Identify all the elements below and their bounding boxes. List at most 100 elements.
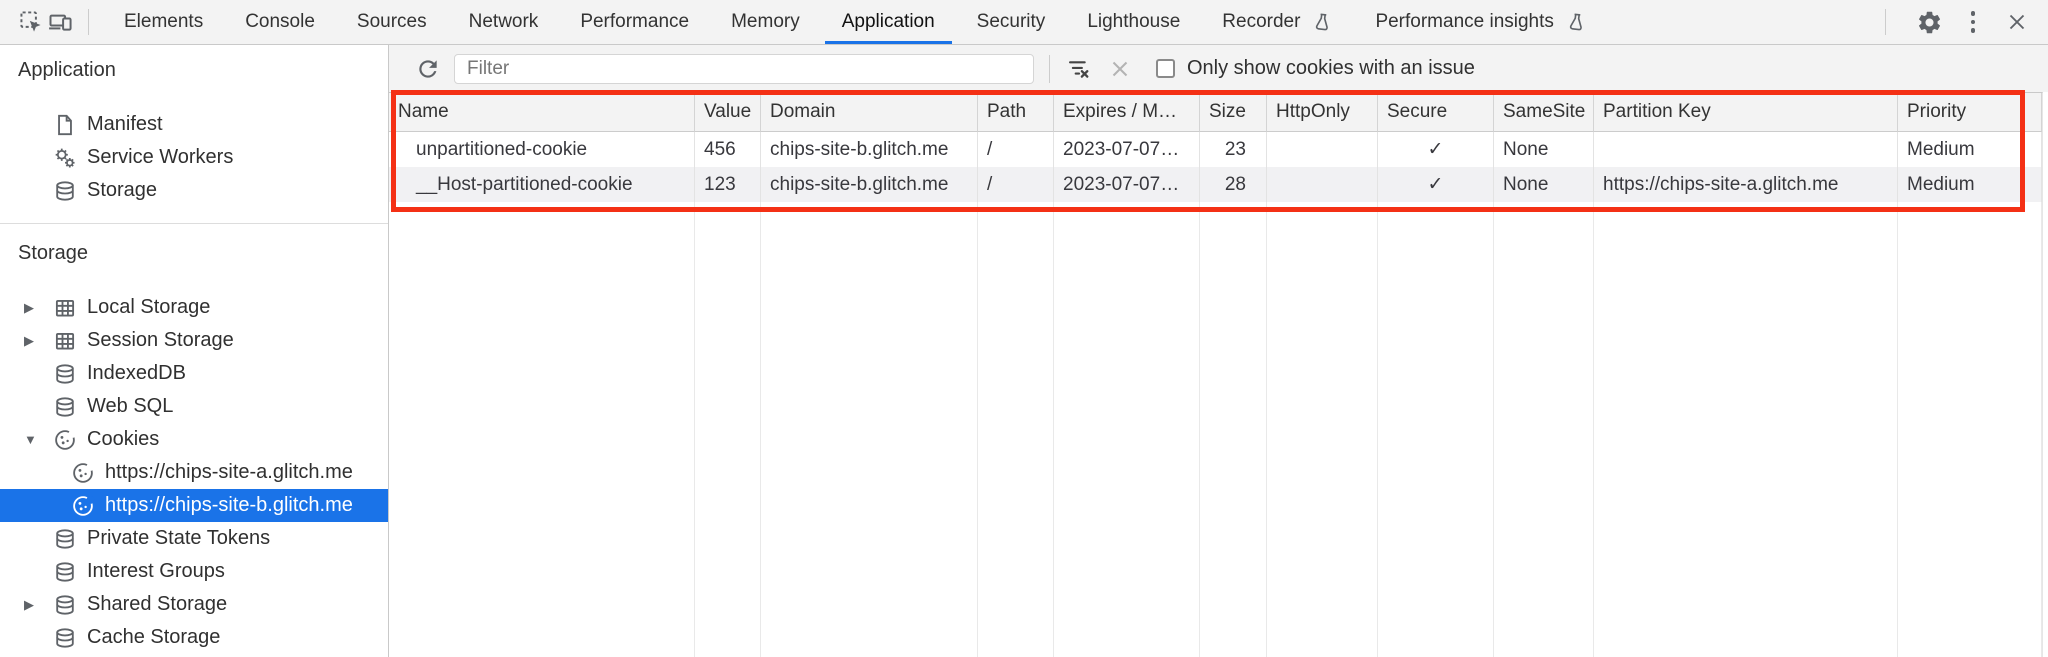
application-sidebar: Application Manifest — [0, 45, 389, 657]
tab-security[interactable]: Security — [976, 11, 1046, 32]
cookie-row-cell-value[interactable]: 123 — [695, 167, 761, 202]
cookie-row-cell-domain[interactable]: chips-site-b.glitch.me — [761, 167, 978, 202]
cookie-row-cell-name[interactable]: unpartitioned-cookie — [389, 132, 695, 167]
sidebar-item-label: Cookies — [87, 428, 160, 450]
sidebar-item-label: Web SQL — [87, 395, 174, 417]
sidebar-item-service-workers[interactable]: Service Workers — [0, 141, 388, 174]
chevron-right-icon[interactable]: ▶ — [24, 332, 34, 348]
tab-memory[interactable]: Memory — [731, 11, 800, 32]
cookie-row-cell-partition-key[interactable] — [1594, 132, 1898, 167]
section-title-storage: Storage — [18, 242, 89, 264]
cookie-row-cell-priority[interactable]: Medium — [1898, 132, 2042, 167]
cookie-row-cell-priority[interactable]: Medium — [1898, 167, 2042, 202]
column-header-httponly[interactable]: HttpOnly — [1267, 93, 1378, 132]
table-icon — [52, 328, 78, 354]
cookie-row-cell-size[interactable]: 23 — [1200, 132, 1267, 167]
tab-application[interactable]: Application — [821, 0, 956, 44]
cookie-row-cell-httponly[interactable] — [1267, 132, 1378, 167]
tab-performance-insights-label: Performance insights — [1375, 11, 1554, 32]
cookie-row-cell-path[interactable]: / — [978, 132, 1054, 167]
column-header-value[interactable]: Value — [695, 93, 761, 132]
column-header-name[interactable]: Name — [389, 93, 695, 132]
cookie-row-cell-partition-key[interactable]: https://chips-site-a.glitch.me — [1594, 167, 1898, 202]
cookie-row-cell-path[interactable]: / — [978, 167, 1054, 202]
cookie-row-cell-expires[interactable]: 2023-07-07… — [1054, 132, 1200, 167]
cookie-row-cell-name[interactable]: __Host-partitioned-cookie — [389, 167, 695, 202]
empty-grid-cell — [1378, 202, 1494, 657]
only-issue-cookies-label: Only show cookies with an issue — [1187, 57, 1475, 79]
sidebar-item-indexeddb[interactable]: IndexedDB — [0, 357, 388, 390]
refresh-icon[interactable] — [415, 56, 441, 82]
sidebar-item-cookies[interactable]: ▼ Cookies — [0, 423, 388, 456]
gears-icon — [52, 145, 78, 171]
table-icon — [52, 295, 78, 321]
inspect-element-icon[interactable] — [16, 7, 46, 37]
chevron-right-icon[interactable]: ▶ — [24, 299, 34, 315]
tab-recorder[interactable]: Recorder — [1201, 0, 1354, 44]
empty-grid-cell — [1267, 202, 1378, 657]
tab-performance-insights[interactable]: Performance insights — [1354, 0, 1607, 44]
column-header-size[interactable]: Size — [1200, 93, 1267, 132]
device-toolbar-icon[interactable] — [46, 7, 76, 37]
sidebar-item-private-state-tokens[interactable]: Private State Tokens — [0, 522, 388, 555]
tab-performance[interactable]: Performance — [580, 11, 690, 32]
empty-grid-cell — [1054, 202, 1200, 657]
sidebar-item-cookies-chips-site-a[interactable]: https://chips-site-a.glitch.me — [0, 456, 388, 489]
tab-network[interactable]: Network — [468, 11, 539, 32]
only-issue-cookies-checkbox[interactable] — [1156, 59, 1175, 78]
sidebar-item-manifest[interactable]: Manifest — [0, 108, 388, 141]
column-header-domain[interactable]: Domain — [761, 93, 978, 132]
database-icon — [52, 361, 78, 387]
topbar-right-controls — [1873, 7, 2048, 37]
sidebar-item-web-sql[interactable]: Web SQL — [0, 390, 388, 423]
cookie-filter-input[interactable] — [454, 53, 1034, 84]
column-header-priority[interactable]: Priority — [1898, 93, 2042, 132]
empty-grid-cell — [1594, 202, 1898, 657]
sidebar-item-cache-storage[interactable]: Cache Storage — [0, 621, 388, 654]
sidebar-item-session-storage[interactable]: ▶ Session Storage — [0, 324, 388, 357]
column-header-path[interactable]: Path — [978, 93, 1054, 132]
cookie-row-cell-value[interactable]: 456 — [695, 132, 761, 167]
empty-grid-cell — [761, 202, 978, 657]
tab-elements[interactable]: Elements — [124, 11, 204, 32]
sidebar-section-application: Application Manifest — [0, 45, 388, 207]
settings-gear-icon[interactable] — [1914, 7, 1944, 37]
cookie-row-cell-samesite[interactable]: None — [1494, 132, 1594, 167]
chevron-right-icon[interactable]: ▶ — [24, 596, 34, 612]
sidebar-item-label: https://chips-site-a.glitch.me — [105, 461, 353, 483]
empty-grid-cell — [1898, 202, 2042, 657]
clear-filter-icon[interactable] — [1065, 55, 1092, 82]
cookie-row-cell-domain[interactable]: chips-site-b.glitch.me — [761, 132, 978, 167]
cookie-row-cell-httponly[interactable] — [1267, 167, 1378, 202]
sidebar-item-storage[interactable]: Storage — [0, 174, 388, 207]
sidebar-section-storage: Storage ▶ Local Storage ▶ — [0, 223, 388, 654]
sidebar-item-shared-storage[interactable]: ▶ Shared Storage — [0, 588, 388, 621]
sidebar-item-local-storage[interactable]: ▶ Local Storage — [0, 291, 388, 324]
sidebar-item-label: Cache Storage — [87, 626, 221, 648]
sidebar-item-label: Service Workers — [87, 146, 234, 168]
cookie-icon — [70, 493, 96, 519]
column-header-partition-key[interactable]: Partition Key — [1594, 93, 1898, 132]
panel-tabs: Elements Console Sources Network Perform… — [103, 0, 1608, 44]
empty-grid-cell — [389, 202, 695, 657]
cookie-row-cell-secure[interactable]: ✓ — [1378, 167, 1494, 202]
cookie-row-cell-expires[interactable]: 2023-07-07… — [1054, 167, 1200, 202]
sidebar-item-label: Private State Tokens — [87, 527, 271, 549]
cookie-row-cell-secure[interactable]: ✓ — [1378, 132, 1494, 167]
sidebar-item-cookies-chips-site-b[interactable]: https://chips-site-b.glitch.me — [0, 489, 388, 522]
column-header-samesite[interactable]: SameSite — [1494, 93, 1594, 132]
delete-selected-icon[interactable] — [1108, 57, 1132, 81]
tab-console[interactable]: Console — [245, 11, 315, 32]
cookie-row-cell-size[interactable]: 28 — [1200, 167, 1267, 202]
more-options-kebab-icon[interactable] — [1958, 7, 1988, 37]
close-devtools-icon[interactable] — [2002, 7, 2032, 37]
database-icon — [52, 625, 78, 651]
cookie-row-cell-samesite[interactable]: None — [1494, 167, 1594, 202]
column-header-expires[interactable]: Expires / M… — [1054, 93, 1200, 132]
cookie-table: Name Value Domain Path Expires / M… Size… — [389, 92, 2043, 657]
tab-sources[interactable]: Sources — [356, 11, 427, 32]
chevron-down-icon[interactable]: ▼ — [24, 432, 37, 447]
column-header-secure[interactable]: Secure — [1378, 93, 1494, 132]
tab-lighthouse[interactable]: Lighthouse — [1087, 11, 1181, 32]
sidebar-item-interest-groups[interactable]: Interest Groups — [0, 555, 388, 588]
